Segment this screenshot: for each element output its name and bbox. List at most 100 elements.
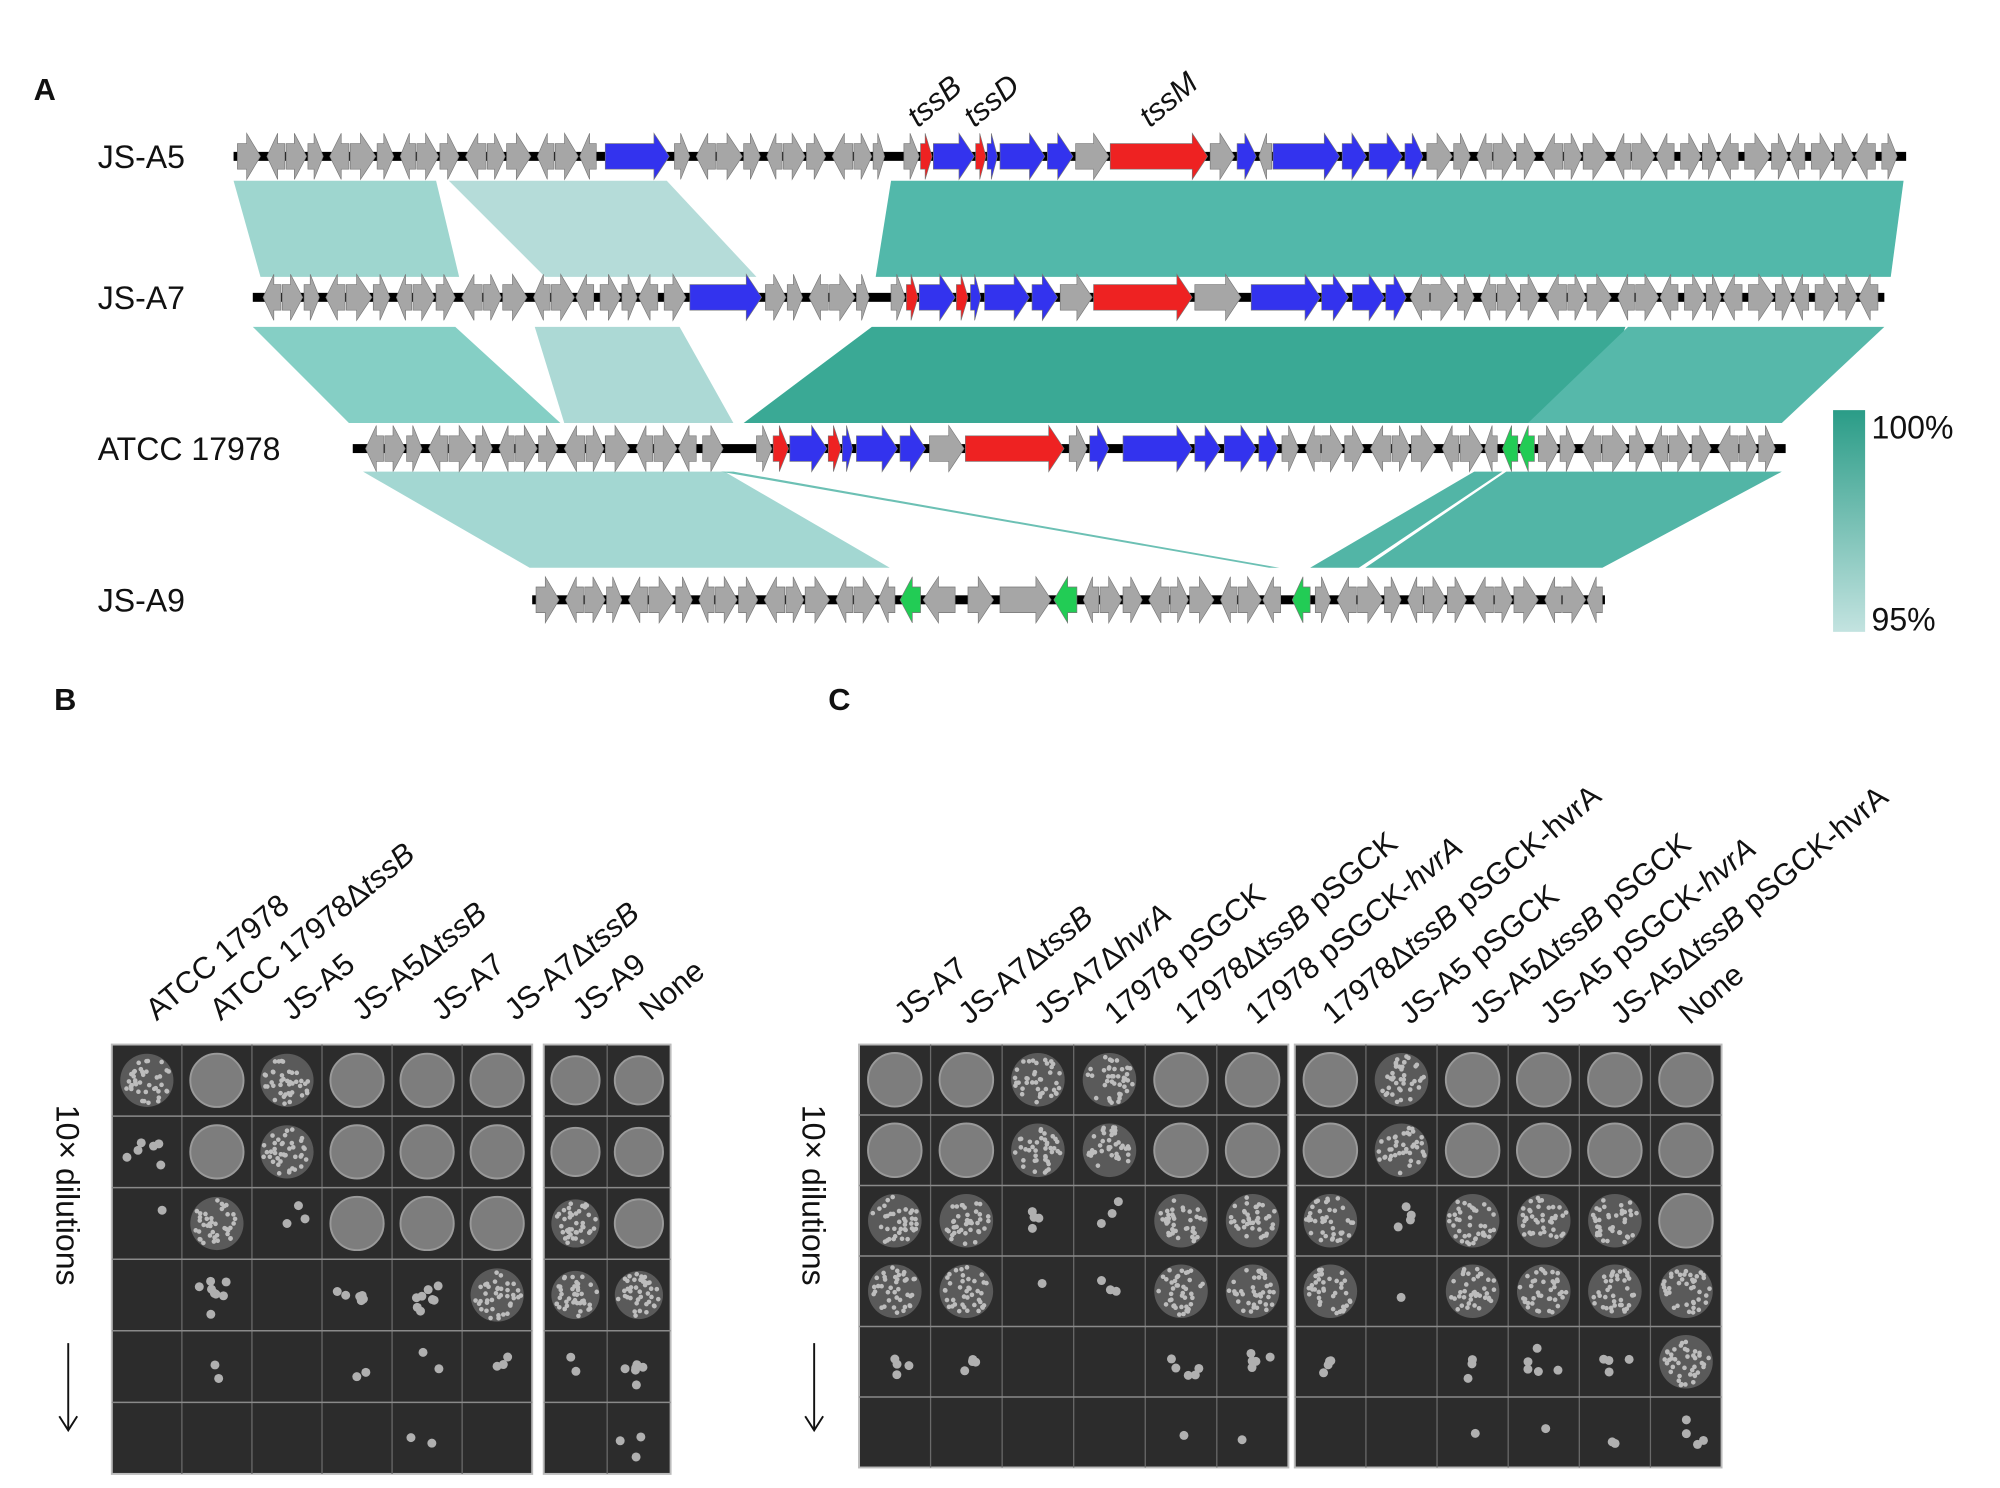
confluent-spot xyxy=(399,1195,455,1252)
gene-label-tssm: tssM xyxy=(1132,65,1205,134)
colony xyxy=(1681,1429,1691,1439)
strain-label: JS-A5ΔtssB pSGCK-hvrA xyxy=(1604,778,1895,1030)
confluent-spot xyxy=(550,1126,601,1177)
gene-arrow-gray xyxy=(428,425,448,472)
speckled-spot xyxy=(868,1193,922,1248)
colony xyxy=(417,1291,427,1301)
colony xyxy=(156,1160,166,1170)
gene-arrow-gray xyxy=(349,132,377,181)
colony xyxy=(214,1373,224,1383)
gene-arrow-gray xyxy=(763,576,786,624)
gene-arrow-gray xyxy=(1262,576,1282,624)
identity-legend-bar xyxy=(1833,410,1866,632)
colony xyxy=(1027,1223,1037,1233)
gene-arrow-gray xyxy=(890,274,906,321)
colony xyxy=(332,1287,342,1296)
colony xyxy=(1251,1356,1261,1366)
gene-arrow-blue xyxy=(1321,273,1349,322)
colony xyxy=(571,1366,581,1376)
confluent-spot xyxy=(1515,1052,1572,1108)
gene-label-tssb: tssB xyxy=(900,68,968,133)
gene-arrow-gray xyxy=(533,274,551,321)
gene-arrow-gray xyxy=(475,425,493,472)
confluent-spot xyxy=(1224,1052,1281,1108)
panel-c-down-arrow-icon xyxy=(804,1343,824,1433)
confluent-spot xyxy=(613,1198,664,1249)
similarity-band xyxy=(720,471,1280,568)
gene-arrow-gray xyxy=(399,133,416,180)
gene-arrow-blue xyxy=(789,424,828,473)
similarity-band xyxy=(875,180,1904,277)
gene-arrow-gray xyxy=(1258,133,1273,180)
colony xyxy=(1237,1435,1247,1445)
gene-arrow-gray xyxy=(365,425,384,472)
gene-arrow-gray xyxy=(1748,273,1775,322)
gene-arrow-blue xyxy=(1223,424,1257,473)
gene-arrow-gray xyxy=(1680,133,1702,180)
gene-arrow-blue xyxy=(1031,273,1059,322)
colony xyxy=(1396,1292,1406,1302)
gene-arrow-gray xyxy=(1635,273,1660,322)
gene-arrow-gray xyxy=(808,274,829,321)
gene-arrow-gray xyxy=(1567,274,1587,321)
panel-c-plates xyxy=(858,1043,1723,1469)
gene-arrow-blue xyxy=(999,132,1046,181)
gene-arrow-blue xyxy=(1258,425,1279,472)
confluent-spot xyxy=(1153,1122,1209,1179)
gene-arrow-gray xyxy=(756,425,773,472)
gene-arrow-gray xyxy=(1099,575,1123,625)
colony xyxy=(1319,1368,1329,1378)
colony xyxy=(1393,1222,1403,1232)
gene-arrow-gray xyxy=(483,274,502,321)
gene-arrow-gray xyxy=(674,133,691,180)
colony xyxy=(157,1205,167,1215)
similarity-band xyxy=(1310,471,1503,568)
gene-arrow-blue xyxy=(1122,424,1193,473)
colony xyxy=(1107,1208,1117,1218)
colony xyxy=(361,1367,371,1377)
gene-arrow-gray xyxy=(1691,425,1712,472)
track-label-js-a7: JS-A7 xyxy=(98,280,185,316)
gene-arrow-gray xyxy=(1476,133,1493,180)
confluent-spot xyxy=(867,1052,923,1108)
colony xyxy=(1463,1373,1473,1383)
colony xyxy=(206,1276,216,1286)
confluent-spot xyxy=(550,1055,601,1106)
gene-arrow-gray xyxy=(1854,133,1876,180)
gene-arrow-gray xyxy=(1775,274,1793,321)
similarity-band xyxy=(252,326,561,423)
agar-plate xyxy=(542,1043,672,1475)
gene-arrow-gray xyxy=(575,274,595,321)
gene-arrow-gray xyxy=(766,133,783,180)
gene-arrow-gray xyxy=(535,575,560,625)
gene-arrow-gray xyxy=(1494,576,1514,624)
gene-arrow-gray xyxy=(1314,576,1332,624)
gene-arrow-gray xyxy=(1472,576,1494,624)
confluent-spot xyxy=(329,1052,385,1108)
gene-track-3 xyxy=(532,575,1605,625)
gene-arrow-gray xyxy=(1513,575,1539,624)
gene-arrow-gray xyxy=(675,576,693,624)
colony xyxy=(1532,1343,1542,1353)
gene-arrow-gray xyxy=(1652,425,1669,472)
gene-arrow-red xyxy=(975,133,987,180)
confluent-spot xyxy=(867,1122,923,1179)
similarity-bands xyxy=(233,180,1904,568)
gene-arrow-gray xyxy=(1446,576,1467,624)
gene-arrow-gray xyxy=(1370,425,1392,472)
colony xyxy=(122,1152,132,1162)
colony xyxy=(282,1219,292,1228)
gene-arrow-green xyxy=(899,576,921,624)
gene-arrow-gray xyxy=(829,273,856,322)
speckled-spot xyxy=(1445,1193,1500,1248)
gene-arrow-gray xyxy=(1834,133,1854,180)
gene-arrow-blue xyxy=(970,274,982,321)
confluent-spot xyxy=(189,1052,245,1108)
similarity-band xyxy=(1365,471,1782,568)
gene-arrow-red xyxy=(956,274,969,321)
gene-arrow-gray xyxy=(1705,274,1722,321)
gene-arrow-gray xyxy=(346,273,373,322)
